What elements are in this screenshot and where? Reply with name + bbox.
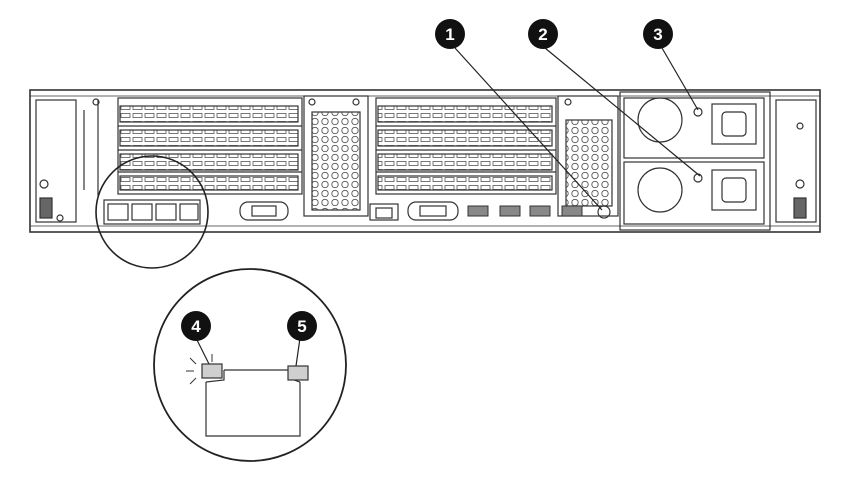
callout-2-label: 2 [538,25,547,44]
serial-port [239,201,289,221]
vga-port [407,201,459,221]
activity-led [287,365,309,381]
callout-3-label: 3 [653,25,662,44]
magnifier-circle-small [95,155,209,269]
left-rack-ear [35,98,100,223]
server-chassis [29,89,821,233]
callout-leaders [195,47,701,367]
power-supply-bays [619,91,771,231]
right-rack-ear [775,99,817,223]
zoomed-nic-port [205,369,301,437]
right-vent [557,95,619,219]
magnifier-circle-large [153,268,347,462]
callout-4: 4 [181,311,211,341]
callout-4-label: 4 [191,317,201,336]
link-led [186,354,223,385]
ilo-port [369,203,399,221]
callout-1-label: 1 [445,25,454,44]
callout-5: 5 [287,311,317,341]
pci-riser-cage-1 [83,97,303,196]
callout-3: 3 [643,19,673,49]
usb-ports [467,205,583,217]
pci-riser-cage-2 [375,97,557,195]
nic-ports [103,199,201,225]
callout-2: 2 [528,19,558,49]
callout-1: 1 [435,19,465,49]
center-vent [303,95,369,217]
callout-5-label: 5 [297,317,306,336]
